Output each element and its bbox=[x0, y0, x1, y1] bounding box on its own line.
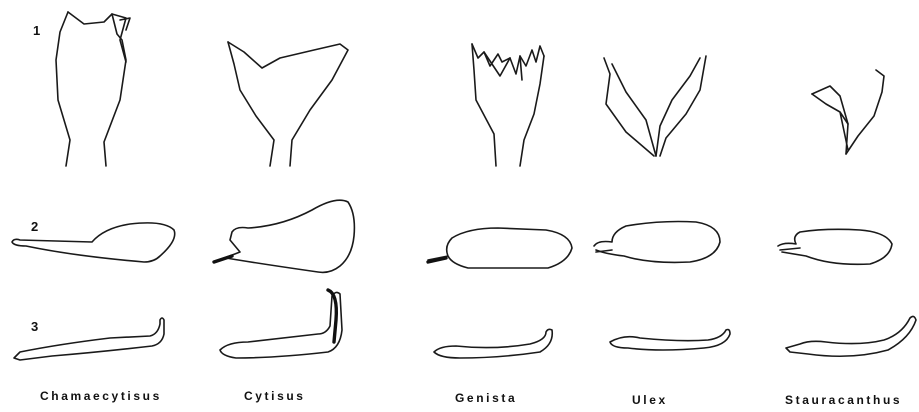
calyx-stauracanthus bbox=[812, 70, 884, 154]
genus-label-cytisus: Cytisus bbox=[244, 389, 306, 403]
calyx-cytisus bbox=[228, 42, 348, 166]
keel-ulex bbox=[610, 330, 730, 351]
genus-label-stauracanthus: Stauracanthus bbox=[785, 393, 902, 407]
genus-label-chamaecytisus: Chamaecytisus bbox=[40, 389, 162, 403]
keel-stauracanthus bbox=[786, 316, 916, 356]
row-label-3: 3 bbox=[31, 319, 38, 334]
petal-ulex bbox=[594, 222, 720, 263]
petal-stauracanthus bbox=[778, 229, 892, 264]
calyx-ulex bbox=[604, 56, 706, 156]
keel-cytisus bbox=[220, 290, 342, 358]
genus-label-genista: Genista bbox=[455, 391, 517, 405]
row-label-1: 1 bbox=[33, 23, 40, 38]
calyx-genista bbox=[472, 44, 544, 166]
petal-cytisus bbox=[214, 200, 354, 272]
row-label-2: 2 bbox=[31, 219, 38, 234]
calyx-chamaecytisus bbox=[56, 12, 130, 166]
keel-genista bbox=[434, 329, 552, 358]
petal-genista bbox=[428, 228, 572, 268]
genus-label-ulex: Ulex bbox=[632, 393, 668, 407]
